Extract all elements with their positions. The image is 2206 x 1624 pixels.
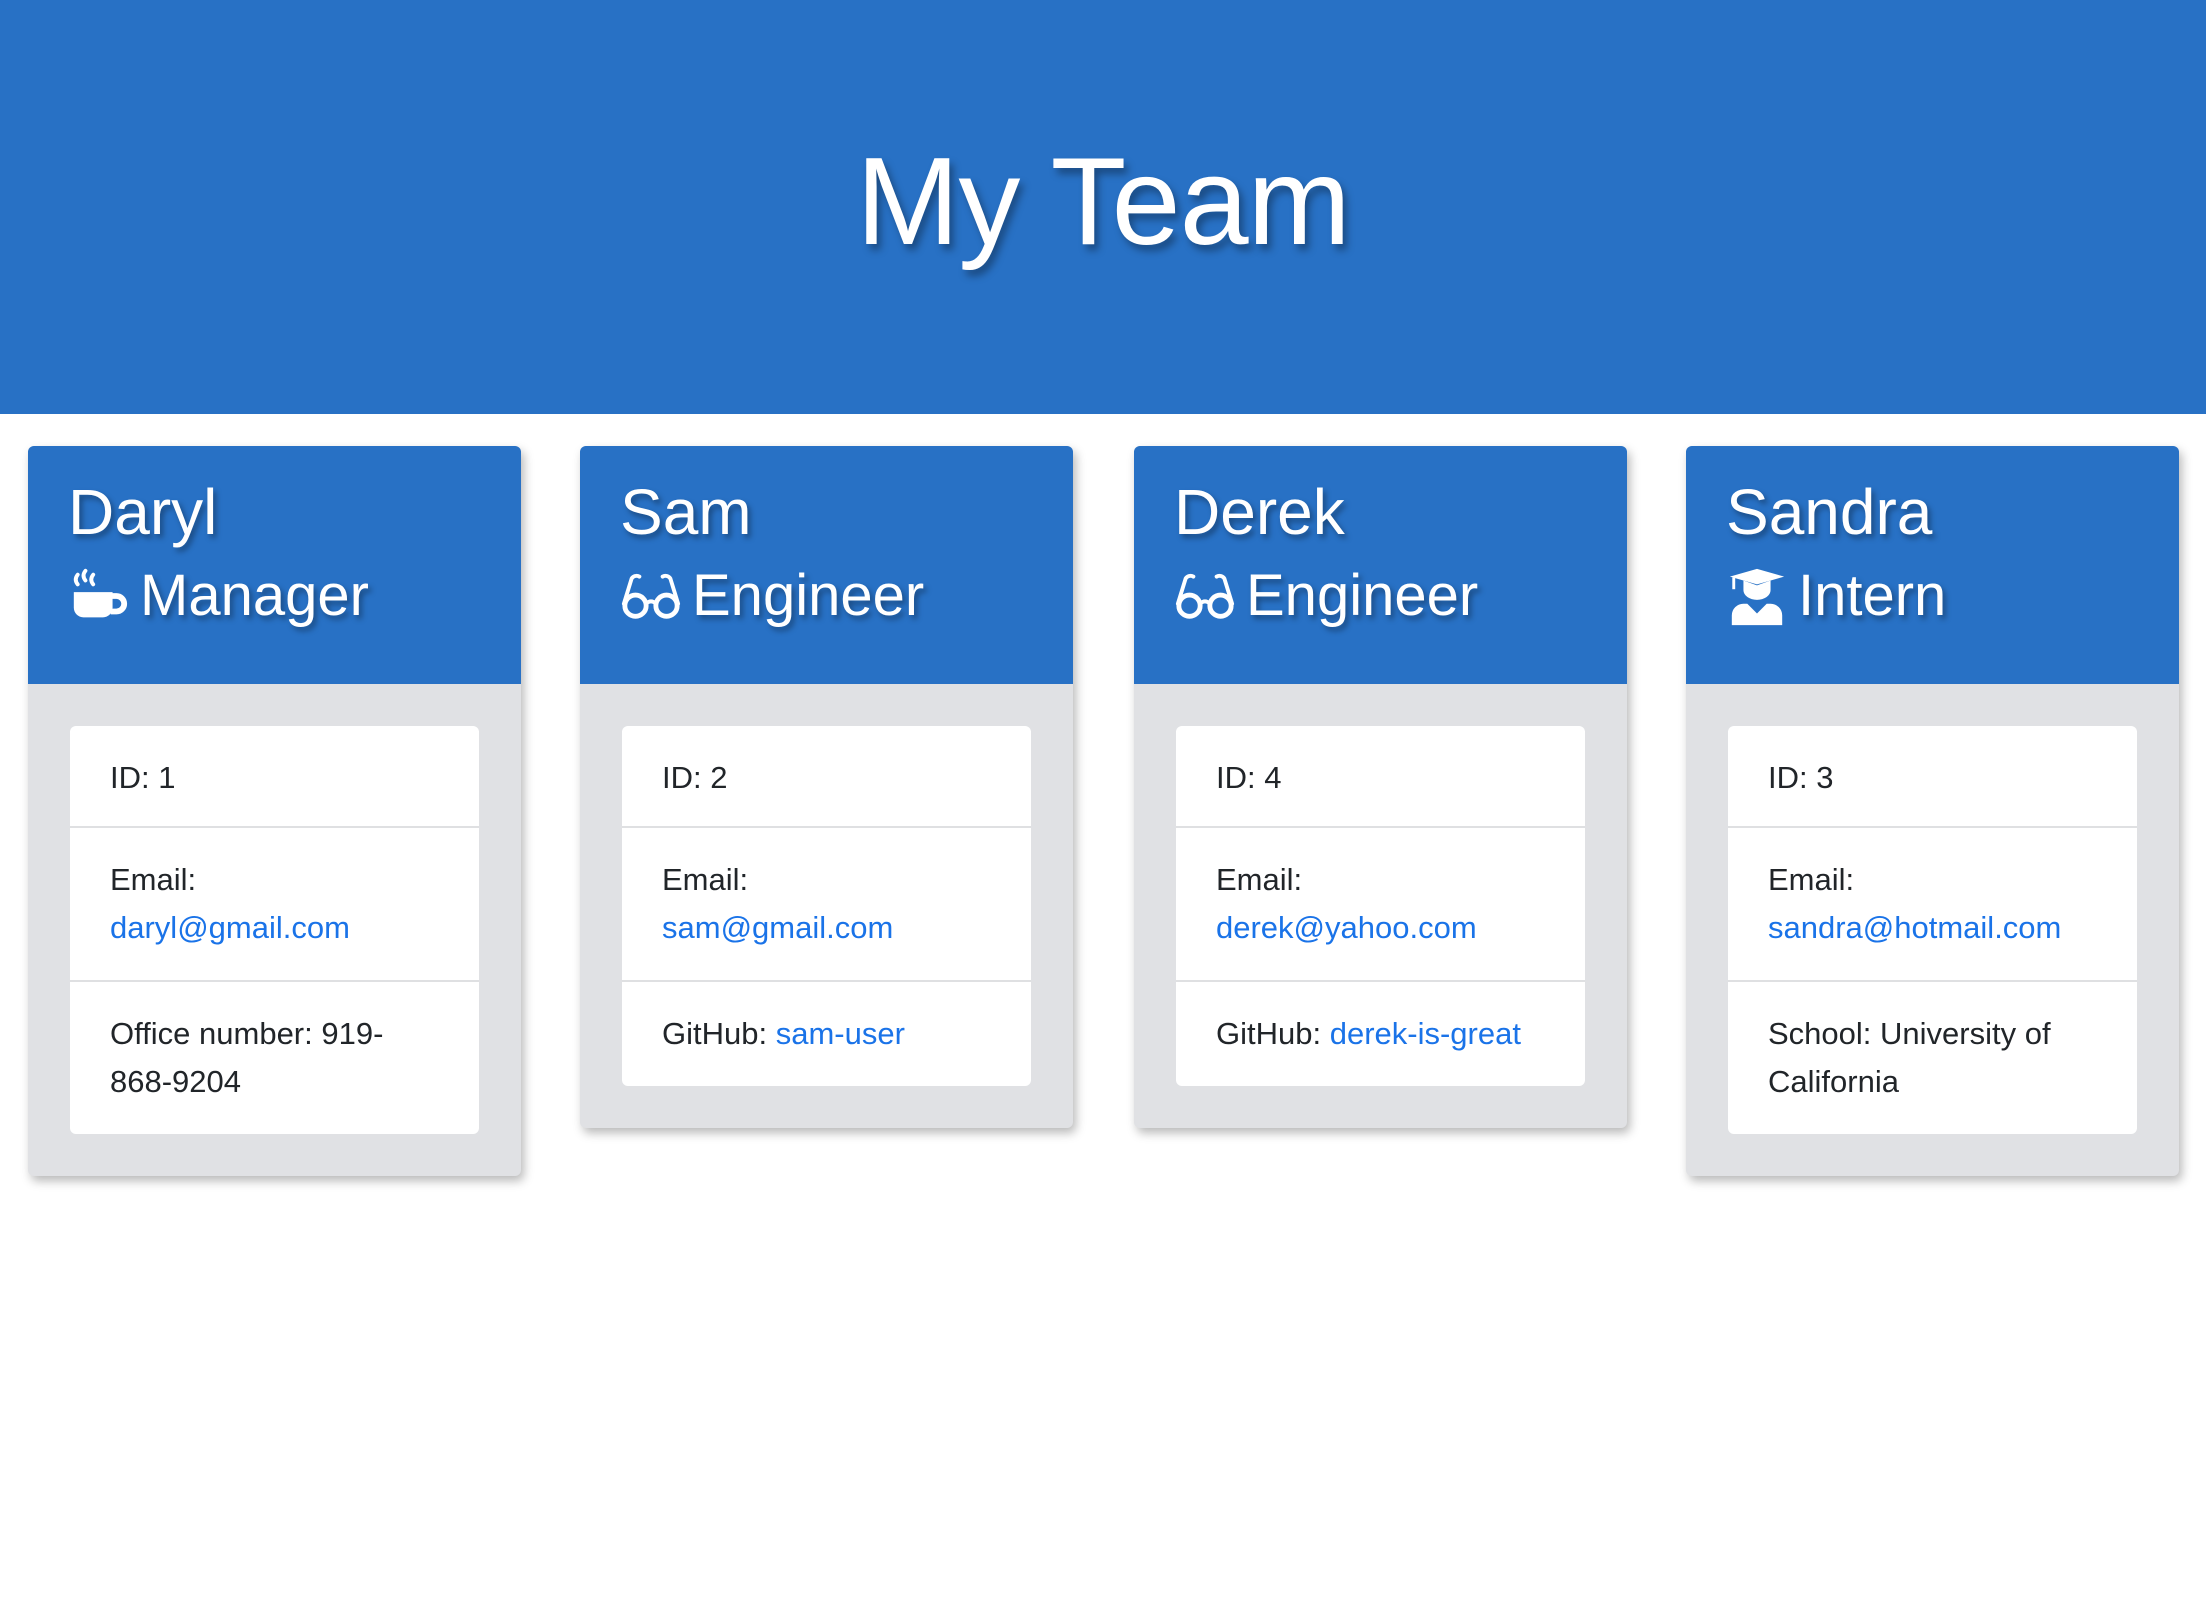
employee-card-engineer: Sam Engineer ID: 2 Email: bbox=[580, 446, 1073, 1128]
employee-role: Manager bbox=[68, 560, 521, 632]
role-label: Engineer bbox=[1246, 563, 1479, 628]
employee-role: Engineer bbox=[1174, 560, 1627, 632]
role-label: Manager bbox=[140, 563, 369, 628]
coffee-mug-icon bbox=[68, 565, 130, 627]
card-body: ID: 4 Email: derek@yahoo.com GitHub: der… bbox=[1134, 684, 1627, 1128]
card-header: Daryl Manager bbox=[28, 446, 521, 684]
details-list: ID: 4 Email: derek@yahoo.com GitHub: der… bbox=[1176, 726, 1585, 1086]
github-row: GitHub: derek-is-great bbox=[1176, 982, 1585, 1086]
email-link[interactable]: derek@yahoo.com bbox=[1216, 910, 1477, 945]
employee-role: Intern bbox=[1726, 560, 2179, 632]
employee-email-row: Email: sam@gmail.com bbox=[622, 828, 1031, 982]
employee-id: ID: 2 bbox=[622, 726, 1031, 828]
school: School: University of California bbox=[1768, 1016, 2051, 1099]
employee-id: ID: 4 bbox=[1176, 726, 1585, 828]
graduate-icon bbox=[1726, 565, 1788, 627]
employee-id: ID: 1 bbox=[70, 726, 479, 828]
page-title: My Team bbox=[856, 133, 1351, 271]
email-label: Email: bbox=[1768, 862, 1855, 897]
glasses-icon bbox=[1174, 565, 1236, 627]
details-list: ID: 1 Email: daryl@gmail.com Office numb… bbox=[70, 726, 479, 1134]
github-row: GitHub: sam-user bbox=[622, 982, 1031, 1086]
github-label: GitHub: bbox=[1216, 1016, 1330, 1051]
email-link[interactable]: sandra@hotmail.com bbox=[1768, 910, 2062, 945]
email-link[interactable]: sam@gmail.com bbox=[662, 910, 894, 945]
card-header: Sandra Intern bbox=[1686, 446, 2179, 684]
header-banner: My Team bbox=[0, 0, 2206, 414]
office-number: Office number: 919-868-9204 bbox=[110, 1016, 384, 1099]
card-header: Derek Engineer bbox=[1134, 446, 1627, 684]
role-label: Engineer bbox=[692, 563, 925, 628]
card-body: ID: 2 Email: sam@gmail.com GitHub: sam-u… bbox=[580, 684, 1073, 1128]
employee-email-row: Email: sandra@hotmail.com bbox=[1728, 828, 2137, 982]
email-link[interactable]: daryl@gmail.com bbox=[110, 910, 350, 945]
employee-name: Daryl bbox=[68, 476, 218, 548]
email-label: Email: bbox=[662, 862, 749, 897]
employee-email-row: Email: daryl@gmail.com bbox=[70, 828, 479, 982]
glasses-icon bbox=[620, 565, 682, 627]
github-link[interactable]: derek-is-great bbox=[1329, 1016, 1521, 1051]
employee-name: Sandra bbox=[1726, 476, 1933, 548]
details-list: ID: 2 Email: sam@gmail.com GitHub: sam-u… bbox=[622, 726, 1031, 1086]
employee-id: ID: 3 bbox=[1728, 726, 2137, 828]
employee-card-engineer: Derek Engineer ID: 4 Email: bbox=[1134, 446, 1627, 1128]
card-body: ID: 1 Email: daryl@gmail.com Office numb… bbox=[28, 684, 521, 1176]
employee-role: Engineer bbox=[620, 560, 1073, 632]
email-label: Email: bbox=[1216, 862, 1303, 897]
employee-card-manager: Daryl Manager ID: 1 Email: daryl@gmail.c… bbox=[28, 446, 521, 1176]
details-list: ID: 3 Email: sandra@hotmail.com School: … bbox=[1728, 726, 2137, 1134]
github-label: GitHub: bbox=[662, 1016, 776, 1051]
card-body: ID: 3 Email: sandra@hotmail.com School: … bbox=[1686, 684, 2179, 1176]
employee-card-intern: Sandra Intern ID: 3 Email: sandr bbox=[1686, 446, 2179, 1176]
github-link[interactable]: sam-user bbox=[775, 1016, 905, 1051]
card-header: Sam Engineer bbox=[580, 446, 1073, 684]
email-label: Email: bbox=[110, 862, 197, 897]
role-label: Intern bbox=[1798, 563, 1947, 628]
employee-email-row: Email: derek@yahoo.com bbox=[1176, 828, 1585, 982]
employee-name: Sam bbox=[620, 476, 752, 548]
employee-name: Derek bbox=[1174, 476, 1345, 548]
